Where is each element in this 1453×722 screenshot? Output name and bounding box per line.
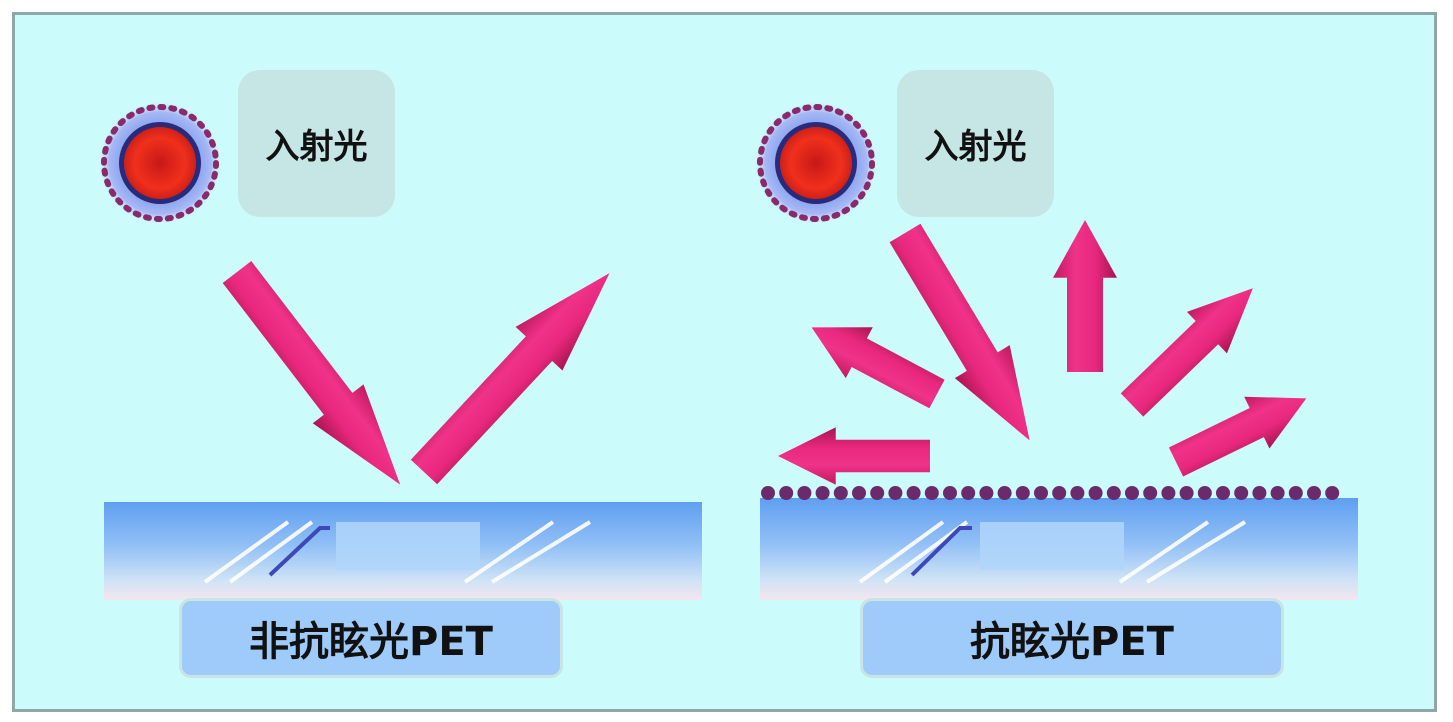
- particle-dot: [797, 486, 812, 500]
- particle-dot: [1252, 486, 1267, 500]
- particle-dot: [1070, 486, 1085, 500]
- particle-dot: [1179, 486, 1194, 500]
- glass-layer-left: [104, 502, 702, 600]
- scattered-arrow-upper-left: [798, 301, 951, 420]
- incident-light-label-left: 入射光: [238, 70, 395, 217]
- particle-dot: [1088, 486, 1103, 500]
- particle-dot: [1197, 486, 1212, 500]
- incident-arrow-right: [877, 216, 1058, 457]
- particle-dot: [1034, 486, 1048, 500]
- light-source-left: [100, 103, 220, 223]
- glass-layer-right: [760, 498, 1358, 600]
- scattered-arrow-up: [1053, 220, 1117, 372]
- particle-dot: [1015, 486, 1030, 500]
- particle-dot: [888, 486, 903, 500]
- particle-dot: [870, 486, 885, 500]
- particle-dot: [761, 486, 775, 500]
- scattered-arrow-left: [778, 427, 930, 485]
- particle-dot: [852, 486, 866, 500]
- particle-dot: [906, 486, 921, 500]
- particle-dot: [1106, 486, 1121, 500]
- incident-light-label-right: 入射光: [897, 70, 1054, 217]
- particle-dot: [1234, 486, 1249, 500]
- particle-dot: [833, 486, 848, 500]
- particle-dot: [1216, 486, 1230, 500]
- particle-dot: [1325, 486, 1340, 500]
- particle-dot: [1270, 486, 1285, 500]
- particle-dot: [1052, 486, 1067, 500]
- particle-dot: [961, 486, 976, 500]
- particle-dot: [1161, 486, 1176, 500]
- scattered-arrow-right: [1163, 372, 1319, 488]
- particle-dot: [815, 486, 830, 500]
- incident-arrow-left: [211, 252, 426, 505]
- anti-glare-particles: [761, 486, 1340, 500]
- light-source-right: [756, 103, 876, 223]
- particle-dot: [979, 486, 994, 500]
- particle-dot: [1288, 486, 1303, 500]
- non-anti-glare-pet-label: 非抗眩光PET: [179, 598, 563, 678]
- particle-dot: [943, 486, 957, 500]
- reflected-arrow-left: [400, 251, 633, 494]
- particle-dot: [779, 486, 794, 500]
- particle-dot: [924, 486, 939, 500]
- particle-dot: [997, 486, 1012, 500]
- particle-dot: [1307, 486, 1321, 500]
- particle-dot: [1143, 486, 1158, 500]
- particle-dot: [1125, 486, 1139, 500]
- anti-glare-pet-label: 抗眩光PET: [860, 598, 1284, 678]
